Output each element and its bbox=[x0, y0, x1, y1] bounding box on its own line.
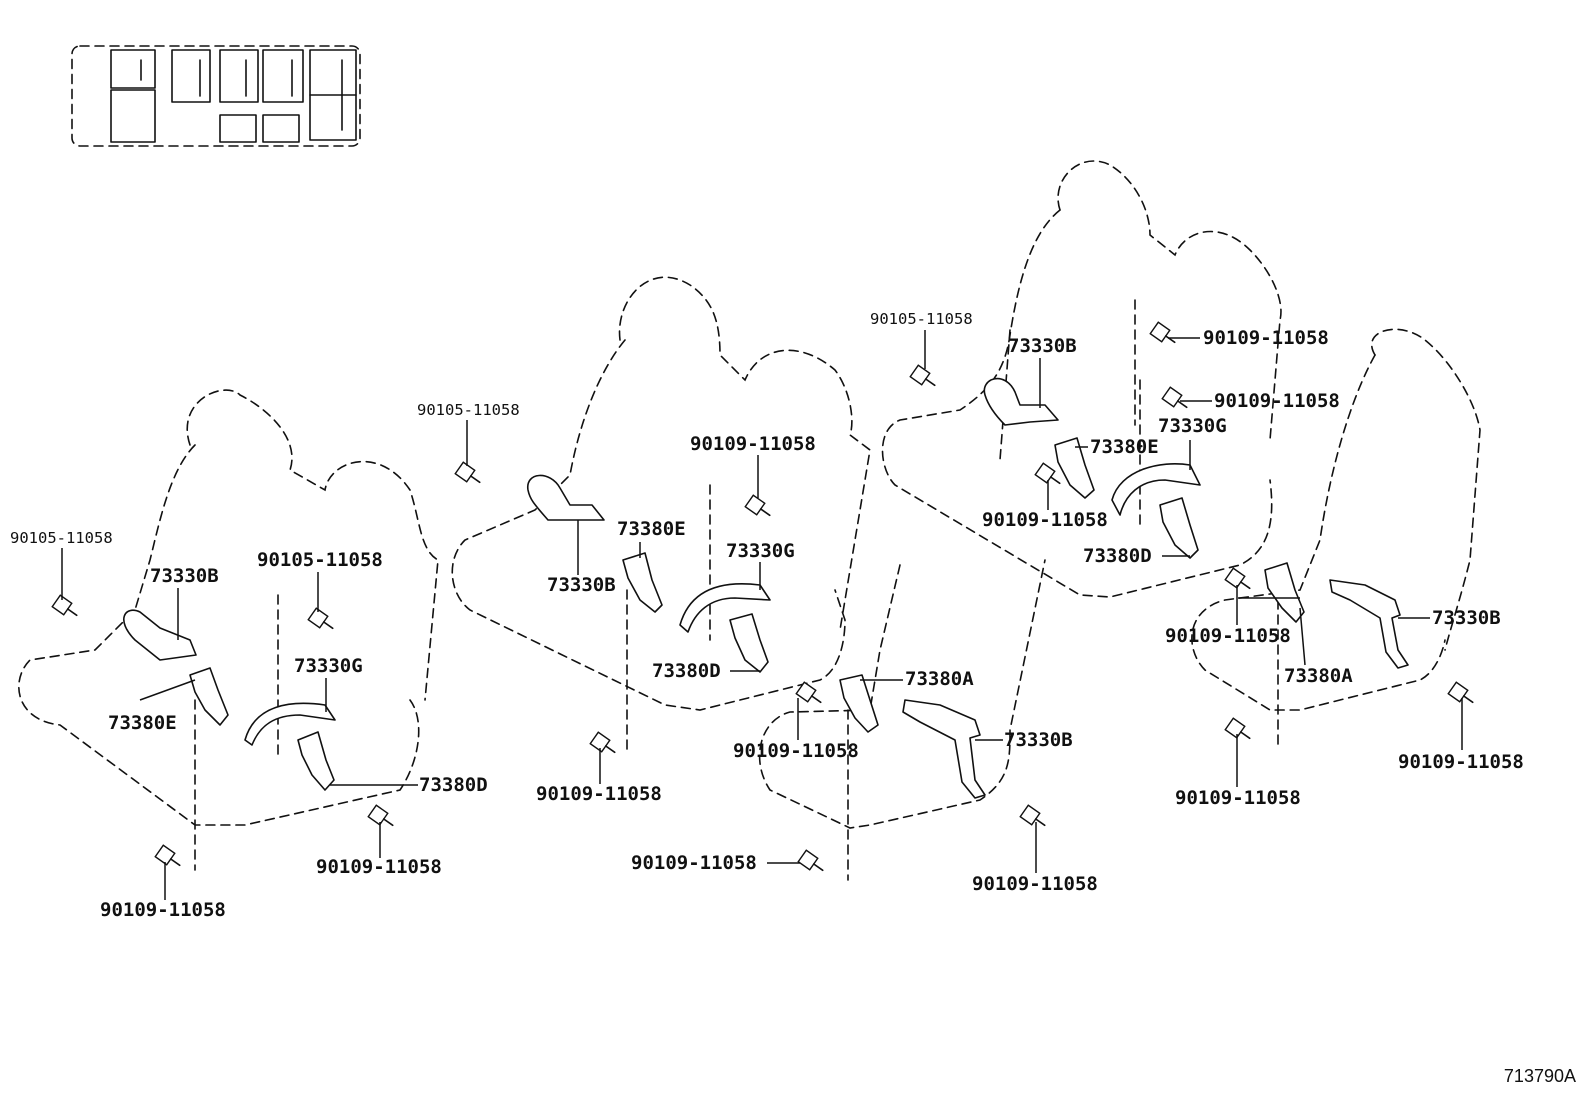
part-label: 73330B bbox=[1008, 335, 1077, 357]
part-label: 90105-11058 bbox=[257, 549, 383, 571]
part-label: 90109-11058 bbox=[972, 873, 1098, 895]
leader-lines bbox=[61, 330, 1463, 900]
drawing-reference-number: 713790A bbox=[1503, 1066, 1576, 1086]
part-label: 90109-11058 bbox=[1203, 327, 1329, 349]
center-middle-seat-outline bbox=[451, 276, 871, 756]
part-label: 90109-11058 bbox=[536, 783, 662, 805]
part-label: 73330B bbox=[1432, 607, 1501, 629]
part-label: 73380A bbox=[1284, 665, 1353, 687]
part-label: 73380E bbox=[617, 518, 686, 540]
part-label: 90105-11058 bbox=[10, 529, 113, 547]
part-label: 90109-11058 bbox=[631, 852, 757, 874]
part-label: 73380A bbox=[905, 668, 974, 690]
part-label: 90109-11058 bbox=[100, 899, 226, 921]
part-label: 90109-11058 bbox=[1165, 625, 1291, 647]
part-label: 73330B bbox=[1004, 729, 1073, 751]
part-label: 73380E bbox=[108, 712, 177, 734]
part-label: 73380D bbox=[419, 774, 488, 796]
part-label: 73330G bbox=[726, 540, 795, 562]
part-label: 90105-11058 bbox=[870, 310, 973, 328]
part-label: 90109-11058 bbox=[1214, 390, 1340, 412]
center-front-seat-outline bbox=[758, 559, 1046, 881]
part-label: 90109-11058 bbox=[1398, 751, 1524, 773]
part-label: 73380D bbox=[1083, 545, 1152, 567]
part-label: 90109-11058 bbox=[982, 509, 1108, 531]
seat-belt-parts bbox=[123, 377, 1409, 799]
part-label: 90105-11058 bbox=[417, 401, 520, 419]
bolt-icons bbox=[51, 321, 1474, 872]
part-label: 90109-11058 bbox=[733, 740, 859, 762]
part-label: 73330G bbox=[1158, 415, 1227, 437]
part-label: 73380E bbox=[1090, 436, 1159, 458]
part-label: 73330G bbox=[294, 655, 363, 677]
left-rear-seat-outline bbox=[18, 389, 439, 871]
vehicle-seat-locator-icon bbox=[71, 45, 361, 147]
part-label: 73330B bbox=[150, 565, 219, 587]
part-label: 90109-11058 bbox=[1175, 787, 1301, 809]
part-label: 73330B bbox=[547, 574, 616, 596]
part-label: 73380D bbox=[652, 660, 721, 682]
part-label: 90109-11058 bbox=[690, 433, 816, 455]
right-rear-seat-outline bbox=[881, 160, 1282, 598]
part-label: 90109-11058 bbox=[316, 856, 442, 878]
